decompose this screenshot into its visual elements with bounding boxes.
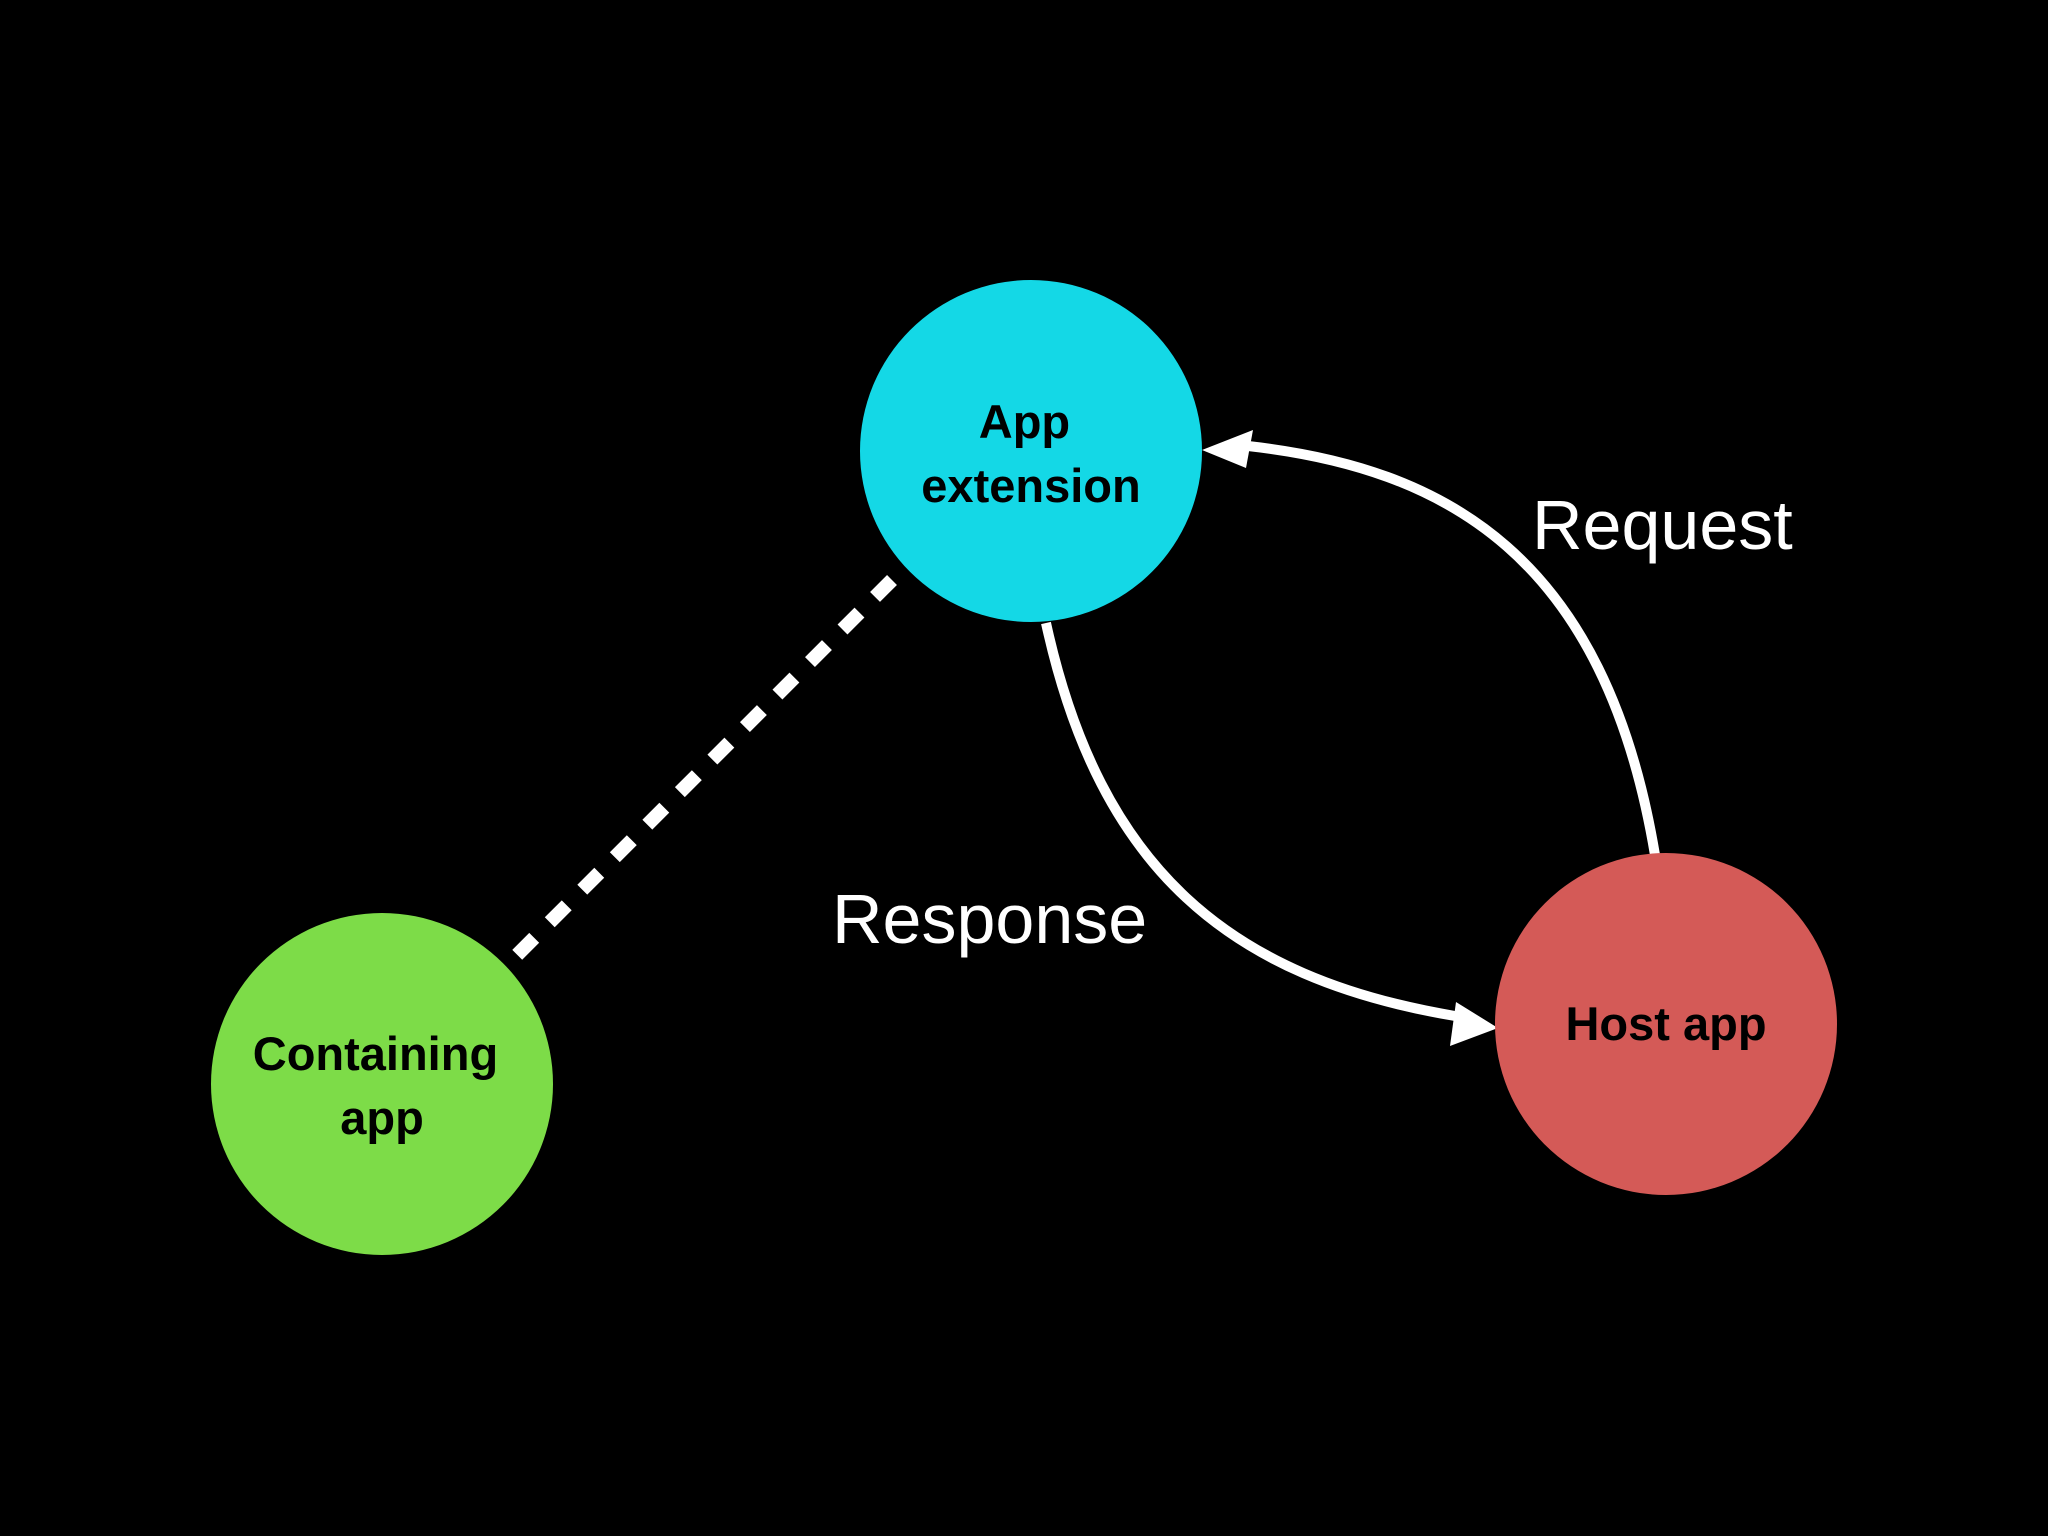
node-containing-app-label-line-2: app [340,1091,424,1144]
node-app-extension: App extension [860,280,1202,622]
response-arrow [1041,621,1456,1021]
node-app-extension-label-line-1: App [979,395,1070,448]
node-host-app-label-line-1: Host app [1565,997,1766,1050]
response-arrowhead [1450,1002,1498,1046]
response-label: Response [832,880,1147,958]
request-arrowhead [1202,430,1253,468]
node-host-app-circle [1495,853,1837,1195]
node-app-extension-label: App extension [921,395,1140,512]
node-host-app: Host app [1495,853,1837,1195]
node-containing-app-label-line-1: Containing [253,1027,498,1080]
node-containing-app: Containing app [211,913,553,1255]
request-arrow [1247,441,1660,856]
node-host-app-label: Host app [1565,997,1766,1050]
request-label: Request [1532,486,1793,564]
node-app-extension-label-line-2: extension [921,459,1140,512]
node-app-extension-circle [860,280,1202,622]
node-containing-app-circle [211,913,553,1255]
node-containing-app-label: Containing app [253,1027,511,1144]
